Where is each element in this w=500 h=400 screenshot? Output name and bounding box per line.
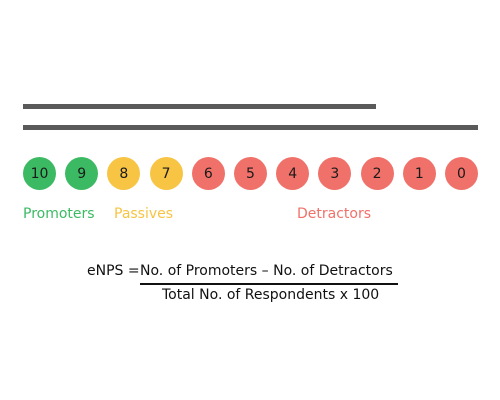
score-circle-6: 6 <box>191 157 225 190</box>
enps-formula: eNPS = No. of Promoters – No. of Detract… <box>0 262 500 312</box>
bottom-divider-bar <box>23 125 478 130</box>
score-circle-8: 8 <box>107 157 141 190</box>
score-circle-0: 0 <box>445 157 478 190</box>
formula-numerator: No. of Promoters – No. of Detractors <box>140 263 393 279</box>
formula-denominator: Total No. of Respondents x 100 <box>162 287 380 303</box>
score-circle-2: 2 <box>360 157 394 190</box>
promoters-label: Promoters <box>23 206 95 222</box>
score-circle-3: 3 <box>318 157 352 190</box>
formula-lhs: eNPS = <box>87 263 140 279</box>
score-circle-10: 10 <box>23 157 56 190</box>
score-circle-9: 9 <box>65 157 99 190</box>
score-circle-5: 5 <box>234 157 267 190</box>
score-circle-7: 7 <box>149 157 183 190</box>
score-circle-4: 4 <box>276 157 310 190</box>
fraction-line <box>140 283 398 285</box>
score-circle-1: 1 <box>402 157 436 190</box>
detractors-label: Detractors <box>297 206 372 222</box>
top-divider-bar <box>23 104 376 109</box>
passives-label: Passives <box>114 206 174 222</box>
